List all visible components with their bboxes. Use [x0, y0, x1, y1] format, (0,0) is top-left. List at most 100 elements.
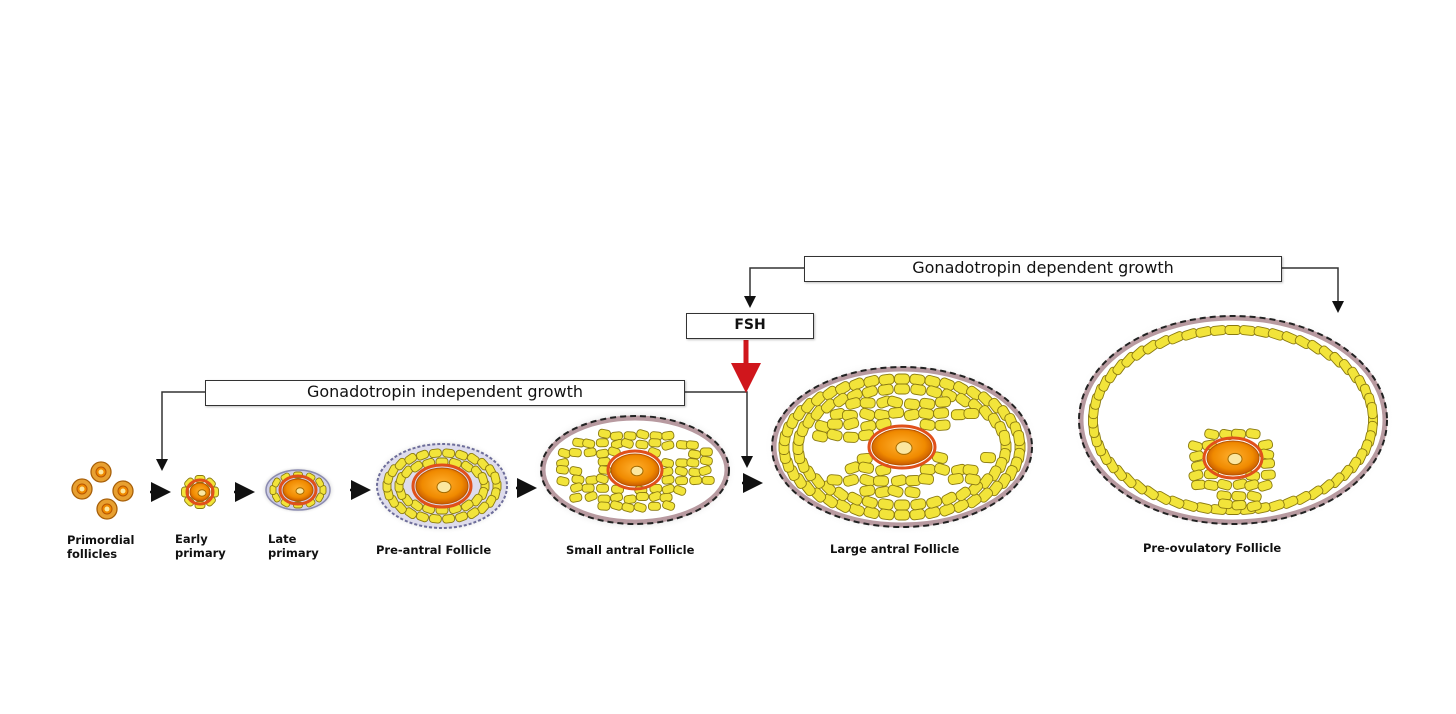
- granulosa-cell: [674, 466, 688, 477]
- granulosa-cell: [699, 447, 713, 457]
- granulosa-cell: [909, 373, 926, 386]
- granulosa-cell: [661, 430, 675, 441]
- granulosa-cell: [582, 438, 596, 449]
- granulosa-cell: [910, 498, 927, 511]
- zona-pellucida: [278, 474, 318, 506]
- granulosa-cell: [556, 476, 570, 487]
- granulosa-cell: [635, 439, 649, 450]
- gonadotropin-dependent-label: Gonadotropin dependent growth: [804, 256, 1282, 282]
- granulosa-cell: [963, 408, 980, 420]
- granulosa-cell: [1246, 500, 1262, 512]
- granulosa-cell: [315, 492, 325, 503]
- dependent-bracket: [744, 267, 1344, 313]
- granulosa-cell: [1204, 428, 1220, 440]
- granulosa-cell: [843, 417, 860, 431]
- granulosa-cell: [878, 373, 895, 386]
- fsh-label: FSH: [686, 313, 814, 339]
- granulosa-cell: [894, 499, 910, 511]
- large-antral-follicle-graphic: [764, 359, 1040, 535]
- gonadotropin-independent-label: Gonadotropin independent growth: [205, 380, 685, 406]
- granulosa-cell: [934, 396, 951, 408]
- granulosa-cell: [894, 373, 910, 385]
- granulosa-cell: [1245, 428, 1261, 440]
- preantral-follicle-graphic: [370, 438, 514, 534]
- granulosa-cell: [648, 438, 662, 448]
- granulosa-cell: [1260, 469, 1276, 480]
- late-primary-label: Late primary: [268, 532, 319, 560]
- primordial-follicles-graphic: [71, 461, 134, 520]
- granulosa-cell: [894, 383, 910, 395]
- granulosa-cell: [633, 502, 647, 513]
- granulosa-cell: [410, 460, 424, 473]
- granulosa-cell: [636, 429, 650, 440]
- basement-membrane: [771, 366, 1033, 528]
- granulosa-cell: [620, 438, 634, 449]
- nucleus: [295, 487, 305, 495]
- granulosa-cell: [661, 474, 675, 485]
- early-primary-graphic: [181, 475, 219, 509]
- small-antral-follicle-graphic: [533, 408, 737, 532]
- granulosa-cell: [1224, 325, 1242, 335]
- nucleus: [436, 480, 452, 494]
- granulosa-cell: [861, 385, 878, 399]
- nucleus: [104, 506, 110, 512]
- granulosa-cell: [595, 438, 609, 448]
- granulosa-cell: [941, 491, 958, 506]
- granulosa-cell: [404, 452, 418, 465]
- preovulatory-follicle-graphic: [1071, 308, 1395, 532]
- granulosa-cell: [888, 407, 905, 419]
- granulosa-cell: [685, 440, 699, 450]
- granulosa-cell: [926, 495, 943, 509]
- granulosa-cell: [698, 465, 712, 476]
- granulosa-cell: [887, 484, 904, 498]
- late-primary-graphic: [260, 466, 336, 514]
- granulosa-cell: [315, 477, 325, 488]
- granulosa-cell: [933, 407, 950, 419]
- zona-pellucida: [1202, 436, 1264, 480]
- granulosa-cell: [442, 513, 456, 524]
- early-primary-label: Early primary: [175, 532, 226, 560]
- granulosa-cell: [595, 473, 609, 484]
- granulosa-cell: [701, 475, 715, 485]
- granulosa-cell: [859, 484, 876, 497]
- granulosa-cell: [1231, 491, 1247, 502]
- granulosa-cell: [477, 472, 489, 486]
- preantral-label: Pre-antral Follicle: [376, 543, 492, 557]
- granulosa-cell: [597, 501, 611, 511]
- granulosa-cell: [584, 491, 598, 502]
- granulosa-cell: [621, 502, 635, 513]
- granulosa-cell: [689, 475, 703, 486]
- basement-membrane: [1078, 315, 1388, 525]
- granulosa-cell: [910, 383, 927, 396]
- granulosa-cell: [964, 473, 981, 486]
- granulosa-cell: [569, 492, 583, 503]
- granulosa-cell: [947, 473, 964, 485]
- granulosa-cell: [826, 474, 843, 486]
- granulosa-cell: [466, 507, 480, 520]
- granulosa-cell: [934, 419, 951, 431]
- granulosa-cell: [918, 473, 935, 485]
- granulosa-cell: [555, 464, 569, 475]
- granulosa-cell: [688, 449, 702, 460]
- granulosa-cell: [1013, 430, 1025, 447]
- granulosa-cell: [675, 476, 689, 486]
- granulosa-cell: [623, 494, 637, 505]
- granulosa-cell: [428, 448, 442, 459]
- primordial-label: Primordial follicles: [67, 533, 135, 561]
- granulosa-cell: [1209, 325, 1227, 336]
- nucleus: [630, 465, 644, 477]
- granulosa-cell: [581, 483, 595, 493]
- granulosa-cell: [1231, 500, 1247, 511]
- granulosa-cell: [1187, 440, 1203, 452]
- granulosa-cell: [1218, 498, 1234, 510]
- granulosa-cell: [1191, 479, 1207, 491]
- granulosa-cell: [648, 501, 661, 511]
- granulosa-cell: [827, 418, 843, 430]
- granulosa-cell: [583, 447, 597, 458]
- granulosa-cell: [909, 508, 926, 521]
- granulosa-cell: [812, 430, 829, 443]
- granulosa-cell: [454, 511, 469, 523]
- zona-pellucida: [606, 449, 664, 491]
- granulosa-cell: [673, 485, 687, 496]
- small-antral-label: Small antral Follicle: [566, 543, 695, 557]
